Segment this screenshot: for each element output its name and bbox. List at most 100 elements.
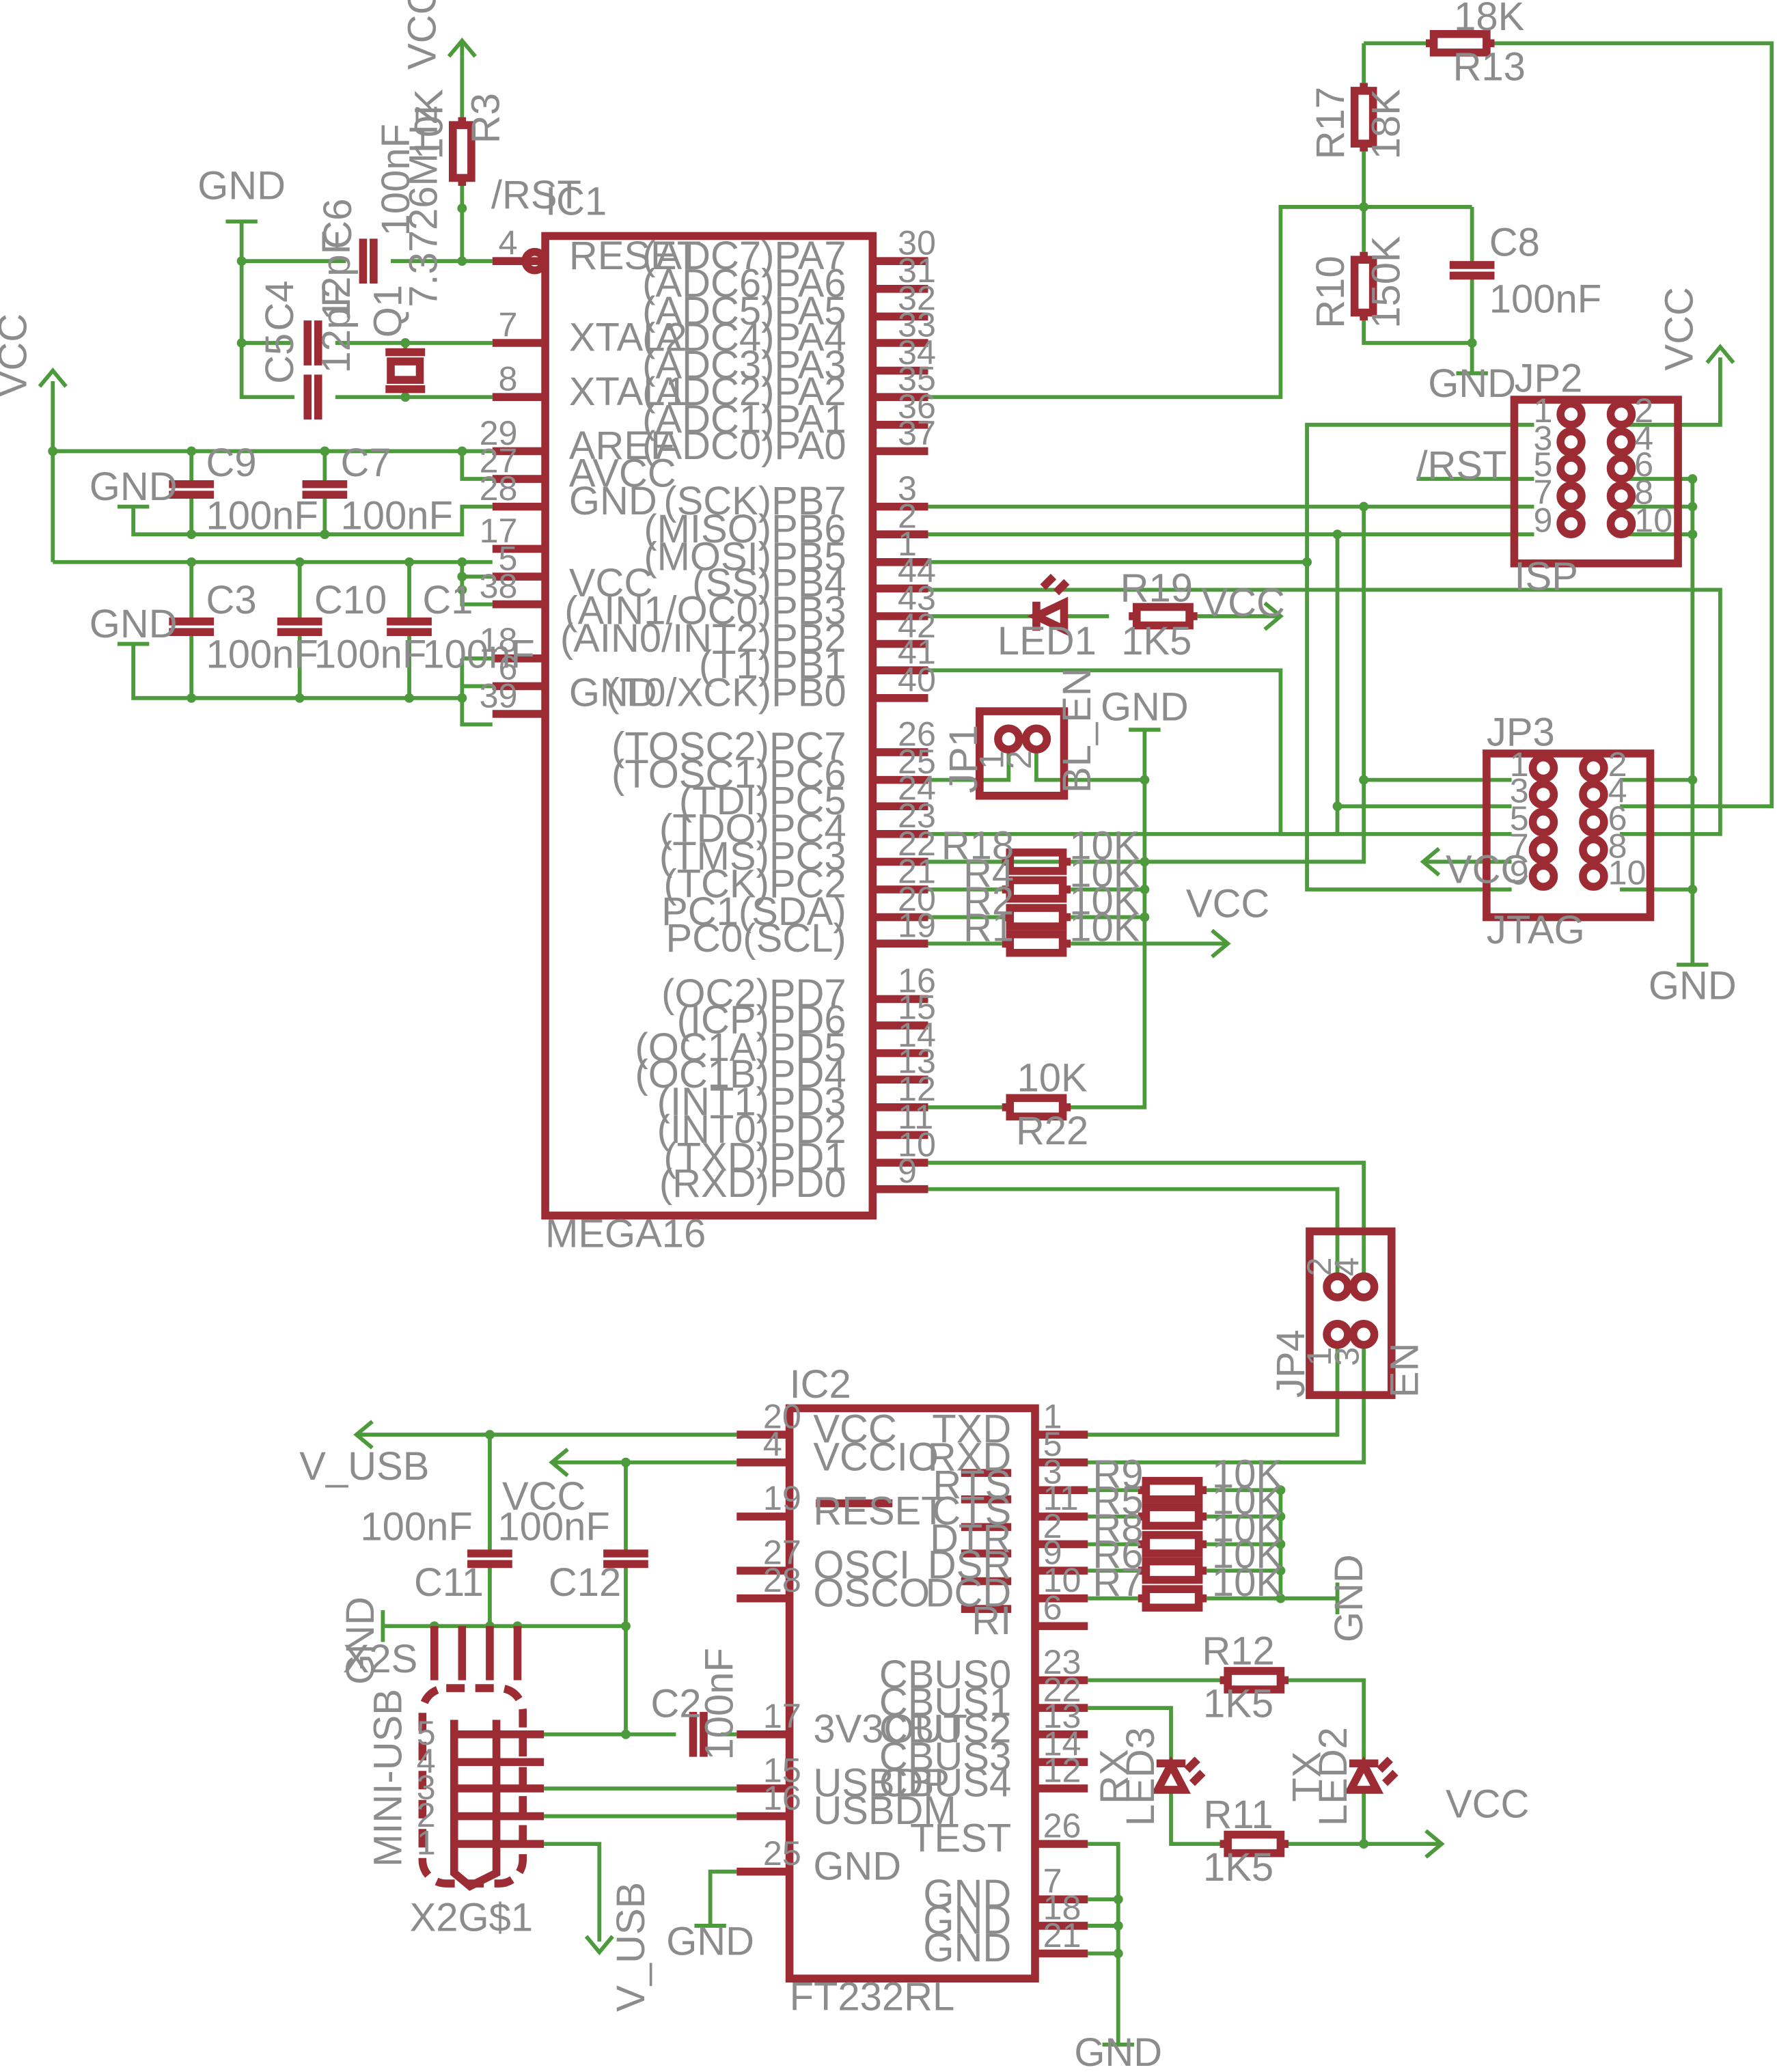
junction-dot	[620, 1729, 631, 1739]
header-pin	[1528, 779, 1558, 810]
gnd-net-label: GND	[339, 1597, 383, 1685]
ic2-pin-num: 5	[1043, 1425, 1062, 1463]
ic1-pin-name: (TCK)PC2	[663, 863, 846, 907]
ic2-pin-num: 12	[1043, 1751, 1082, 1789]
jp1-pin-num: 1	[973, 750, 1011, 769]
ic2-pin-num: 17	[763, 1697, 801, 1735]
ic1-pin-name: (TMS)PC3	[659, 835, 846, 879]
junction-dot	[236, 338, 247, 348]
header-pin	[1606, 509, 1636, 538]
header-pin	[1606, 454, 1636, 483]
vcc-net-label: VCC	[0, 314, 36, 397]
header-pin	[1323, 1272, 1352, 1301]
wire	[131, 644, 463, 700]
header-pin	[1556, 400, 1586, 429]
c2-value: 100nF	[698, 1648, 741, 1760]
header-pin	[1606, 400, 1636, 429]
jp2-pin-num: 2	[1634, 391, 1653, 430]
header-pin	[1579, 861, 1608, 891]
header-pin	[1556, 427, 1586, 457]
c3-ref: C3	[206, 579, 256, 622]
rst-net-label: /RST	[491, 174, 581, 217]
wires	[38, 37, 1774, 2047]
wire	[1169, 1791, 1228, 1847]
ic2-pin-name: VCCIO	[813, 1435, 939, 1479]
ic2-pin-name: GND	[923, 1899, 1011, 1943]
resistor-body	[1006, 904, 1067, 930]
wire	[1088, 1706, 1173, 1761]
junction-dot	[48, 446, 58, 456]
ic2-pin-name: CBUS0	[879, 1653, 1011, 1697]
hs-res-ref: R5	[1092, 1479, 1143, 1523]
ic2-pin-name: TEST	[910, 1817, 1011, 1861]
ic1-pin-name: (SCK)PB7	[663, 480, 846, 523]
c8-ref: C8	[1489, 221, 1540, 264]
ic2-pin-name: OSCI	[813, 1544, 910, 1588]
c8-value: 100nF	[1489, 278, 1601, 322]
junction-dot	[1688, 529, 1698, 540]
ic1-pin-num: 20	[898, 880, 936, 918]
header-pin	[1579, 779, 1608, 810]
ic2-pin-num: 14	[1043, 1725, 1082, 1763]
c1-value: 100nF	[422, 633, 534, 676]
header-pin	[1349, 1319, 1379, 1349]
wire	[928, 506, 1366, 864]
r3-ref: R3	[464, 93, 508, 143]
pc-res-value: 10K	[1069, 880, 1140, 924]
jp1-body	[976, 707, 1069, 800]
ic1-pin-num: 24	[898, 769, 936, 807]
r12-value: 1K5	[1203, 1683, 1273, 1726]
ic2-pin-name: DCD	[926, 1571, 1012, 1615]
ic1-pin-num: 16	[898, 962, 936, 1000]
junction-dot	[1140, 775, 1150, 785]
c5-ref: C5	[258, 333, 302, 384]
pc-res-ref: R4	[963, 852, 1014, 896]
junction-dot	[400, 392, 411, 402]
ic1-pin-name: (INT0)PD2	[657, 1108, 846, 1152]
ic2-pin-name: CTS	[932, 1489, 1011, 1533]
wire	[1305, 562, 1512, 892]
c6-value: 100nF	[374, 124, 418, 236]
ic1-pin-num: 40	[898, 661, 936, 699]
junction-dot	[1688, 474, 1698, 484]
hs-res-value: 10K	[1212, 1507, 1282, 1551]
led-ray	[1377, 1756, 1393, 1773]
ic1-pin-num: 38	[480, 567, 518, 605]
r19-ref: R19	[1120, 567, 1193, 611]
junction-dot	[457, 572, 467, 581]
usb-label: MINI-USB	[366, 1689, 410, 1867]
ic2-ref-label: IC2	[790, 1363, 851, 1407]
header-pin	[1528, 753, 1558, 783]
ic1-pin-num: 5	[499, 539, 518, 577]
wire	[131, 504, 493, 537]
usb-pin-num: 3	[417, 1768, 436, 1806]
usb-shield-label: X2S	[343, 1638, 418, 1681]
gnd-net-label: GND	[666, 1920, 754, 1963]
ic1-pin-name: (ADC0)PA0	[642, 424, 846, 468]
header-pin	[1556, 481, 1586, 511]
junction-dot	[457, 203, 467, 213]
ic1-pin-name: AREF	[569, 424, 675, 468]
jp4-label: EN	[1383, 1342, 1427, 1398]
ic1-pin-num: 44	[898, 551, 936, 590]
arrow-right-icon	[1211, 928, 1231, 958]
vcc-net-label: VCC	[1186, 883, 1269, 926]
wire	[1062, 1344, 1366, 1465]
jp3-ref: JP3	[1487, 710, 1555, 754]
ic1-pin-num: 25	[898, 743, 936, 781]
resistor-body	[1142, 1557, 1203, 1584]
ic2-pin-name: DTR	[930, 1517, 1011, 1561]
ic1-pin-num: 39	[480, 676, 518, 715]
wire	[708, 1869, 737, 1926]
ic1-pin-name: (ADC5)PA5	[642, 290, 846, 333]
resistor-body	[1142, 1503, 1203, 1530]
r13-value: 18K	[1454, 0, 1524, 39]
jp3-pin-num: 9	[1510, 853, 1529, 892]
led2-ref: LED2	[1312, 1727, 1355, 1826]
ic2-pin-name: DSR	[928, 1544, 1011, 1588]
ic1-pin-num: 9	[898, 1152, 917, 1190]
ic1-pin-num: 35	[898, 360, 936, 398]
junction-dot	[294, 693, 305, 703]
ic1-pin-name: (INT1)PD3	[657, 1080, 846, 1124]
